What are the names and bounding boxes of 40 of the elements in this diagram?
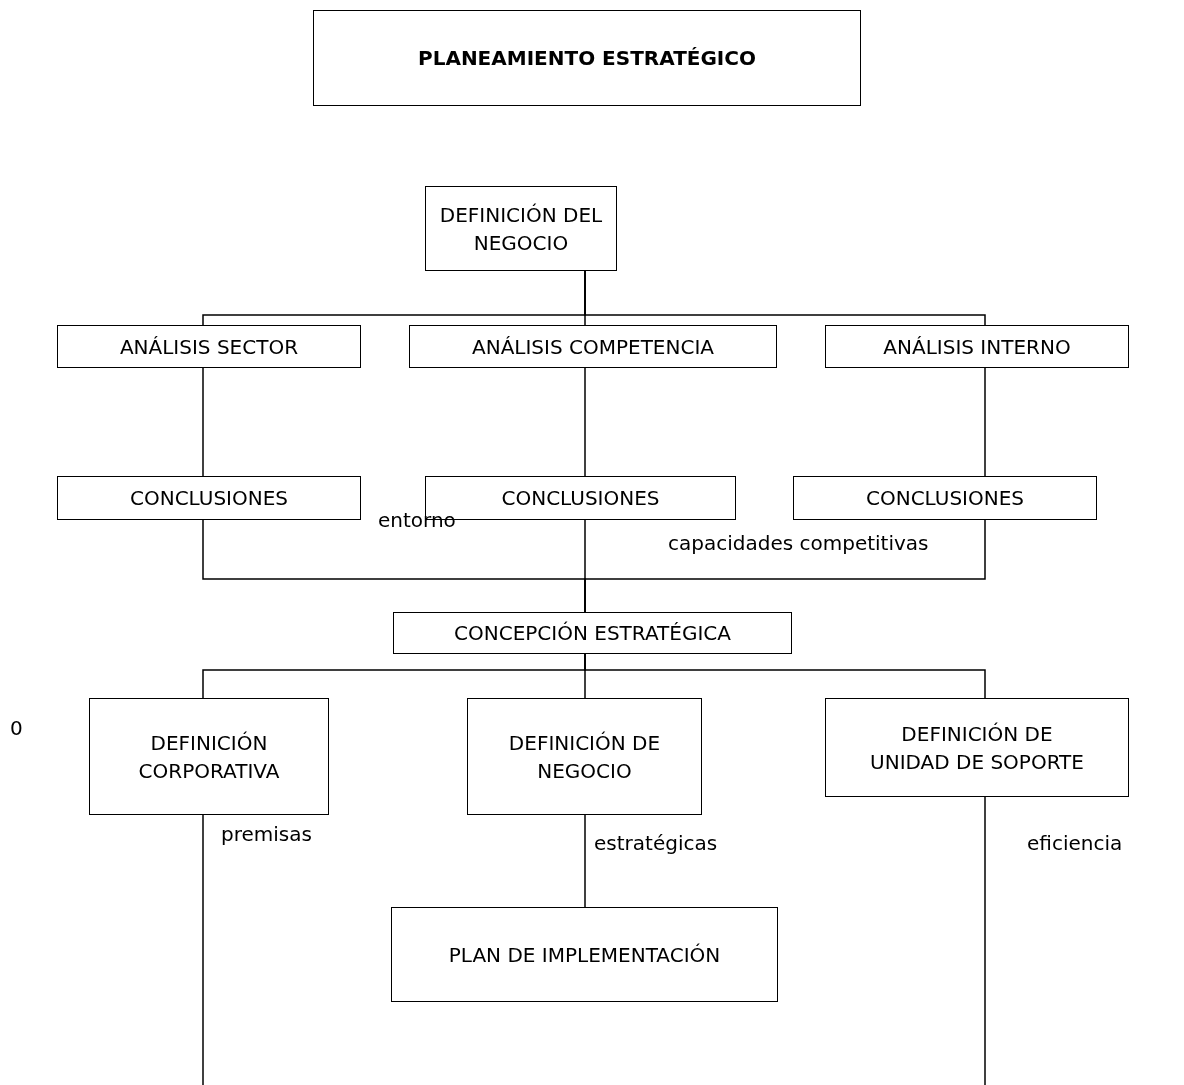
title-text: PLANEAMIENTO ESTRATÉGICO [418, 45, 756, 72]
box-label: ANÁLISIS SECTOR [119, 333, 299, 361]
box-label: CONCLUSIONES [865, 485, 1024, 512]
title-box [313, 10, 861, 106]
process-box [425, 186, 617, 271]
box-label: PLAN DE IMPLEMENTACIÓN [448, 941, 721, 969]
annotation-text: eficiencia [1027, 831, 1123, 855]
box-label: DEFINICIÓN CORPORATIVA [137, 729, 281, 785]
process-box [825, 698, 1129, 797]
box-label: DEFINICIÓN DE UNIDAD DE SOPORTE [869, 720, 1085, 776]
process-box [57, 476, 361, 520]
connector-line [202, 814, 204, 1085]
process-box [89, 698, 329, 815]
process-box [409, 325, 777, 368]
annotation-text: capacidades competitivas [668, 531, 929, 555]
box-label: CONCEPCIÓN ESTRATÉGICA [454, 620, 731, 647]
annotation-text: 0 [10, 716, 23, 740]
connector-line [584, 270, 986, 326]
annotation-text: premisas [221, 822, 312, 846]
connector-line [584, 519, 986, 613]
connector-line [202, 367, 204, 477]
box-label: ANÁLISIS COMPETENCIA [472, 333, 714, 361]
process-box [467, 698, 702, 815]
box-label: ANÁLISIS INTERNO [883, 333, 1071, 361]
box-label: DEFINICIÓN DEL NEGOCIO [438, 201, 604, 257]
process-box [793, 476, 1097, 520]
process-box [393, 612, 792, 654]
connector-line [984, 796, 986, 1085]
box-label: CONCLUSIONES [129, 485, 288, 512]
annotation-text: estratégicas [594, 831, 718, 855]
connector-line [584, 653, 986, 699]
box-label: DEFINICIÓN DE NEGOCIO [507, 729, 662, 785]
process-box [391, 907, 778, 1002]
annotation-text: entorno [378, 508, 456, 532]
connector-line [984, 367, 986, 477]
process-box [57, 325, 361, 368]
connector-line [584, 367, 586, 477]
process-box [825, 325, 1129, 368]
box-label: CONCLUSIONES [501, 485, 660, 512]
connector-line [584, 814, 586, 908]
